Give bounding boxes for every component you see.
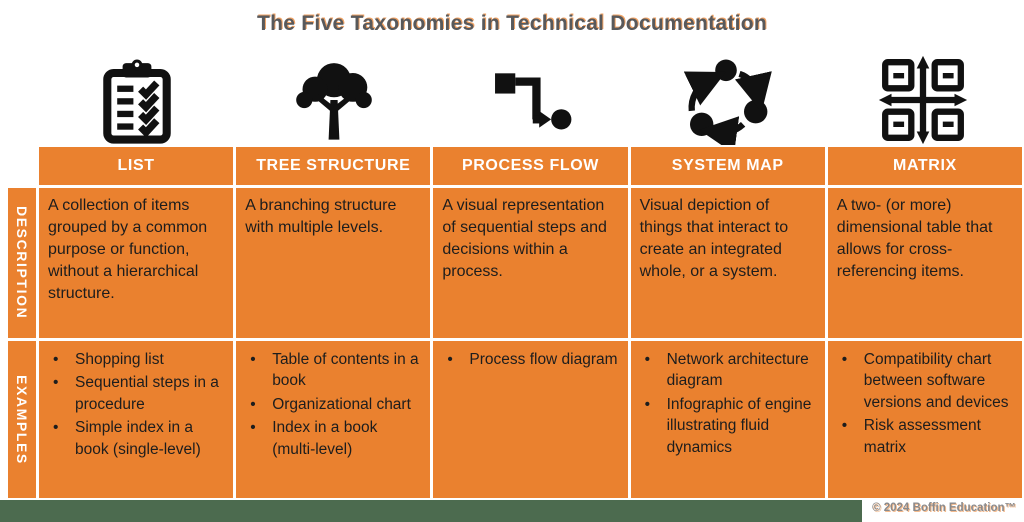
flowchart-icon bbox=[484, 55, 576, 145]
comparison-table: LIST TREE STRUCTURE PROCESS FLOW SYSTEM … bbox=[8, 147, 1022, 498]
example-item: Network architecture diagram bbox=[635, 349, 819, 392]
tree-icon bbox=[288, 55, 380, 145]
example-item: Table of contents in a book bbox=[240, 349, 424, 392]
description-cell-process-flow: A visual representation of sequential st… bbox=[433, 188, 628, 338]
column-header-matrix: MATRIX bbox=[827, 147, 1022, 185]
copyright-notice: © 2024 Boffin Education™ bbox=[872, 502, 1016, 514]
row-label-examples: EXAMPLES bbox=[8, 341, 36, 498]
column-header-system-map: SYSTEM MAP bbox=[630, 147, 825, 185]
column-header-tree-structure: TREE STRUCTURE bbox=[236, 147, 431, 185]
column-header-list: LIST bbox=[39, 147, 234, 185]
examples-list: Compatibility chart between software ver… bbox=[828, 341, 1022, 458]
example-item: Process flow diagram bbox=[437, 349, 621, 371]
examples-list: Shopping list Sequential steps in a proc… bbox=[39, 341, 233, 460]
examples-cell-system-map: Network architecture diagram Infographic… bbox=[630, 341, 825, 498]
examples-cell-process-flow: Process flow diagram bbox=[433, 341, 628, 498]
example-item: Risk assessment matrix bbox=[832, 415, 1016, 458]
example-item: Shopping list bbox=[43, 349, 227, 371]
examples-list: Table of contents in a book Organization… bbox=[236, 341, 430, 460]
example-item: Sequential steps in a procedure bbox=[43, 372, 227, 415]
examples-cell-matrix: Compatibility chart between software ver… bbox=[827, 341, 1022, 498]
examples-list: Network architecture diagram Infographic… bbox=[631, 341, 825, 458]
example-item: Simple index in a book (single-level) bbox=[43, 417, 227, 460]
example-item: Compatibility chart between software ver… bbox=[832, 349, 1016, 413]
description-cell-matrix: A two- (or more) dimensional table that … bbox=[827, 188, 1022, 338]
column-header-process-flow: PROCESS FLOW bbox=[433, 147, 628, 185]
cycle-icon bbox=[680, 55, 772, 145]
description-cell-system-map: Visual depiction of things that interact… bbox=[630, 188, 825, 338]
example-item: Organizational chart bbox=[240, 394, 424, 416]
matrix-grid-icon bbox=[877, 55, 969, 145]
checklist-clipboard-icon bbox=[91, 55, 183, 145]
page-title: The Five Taxonomies in Technical Documen… bbox=[256, 12, 768, 35]
description-cell-list: A collection of items grouped by a commo… bbox=[39, 188, 234, 338]
example-item: Index in a book (multi-level) bbox=[240, 417, 424, 460]
examples-cell-tree-structure: Table of contents in a book Organization… bbox=[236, 341, 431, 498]
examples-cell-list: Shopping list Sequential steps in a proc… bbox=[39, 341, 234, 498]
row-label-description: DESCRIPTION bbox=[8, 188, 36, 338]
description-cell-tree-structure: A branching structure with multiple leve… bbox=[236, 188, 431, 338]
example-item: Infographic of engine illustrating fluid… bbox=[635, 394, 819, 458]
examples-list: Process flow diagram bbox=[433, 341, 627, 371]
footer-bar bbox=[0, 500, 862, 522]
table-corner-spacer bbox=[8, 147, 36, 185]
